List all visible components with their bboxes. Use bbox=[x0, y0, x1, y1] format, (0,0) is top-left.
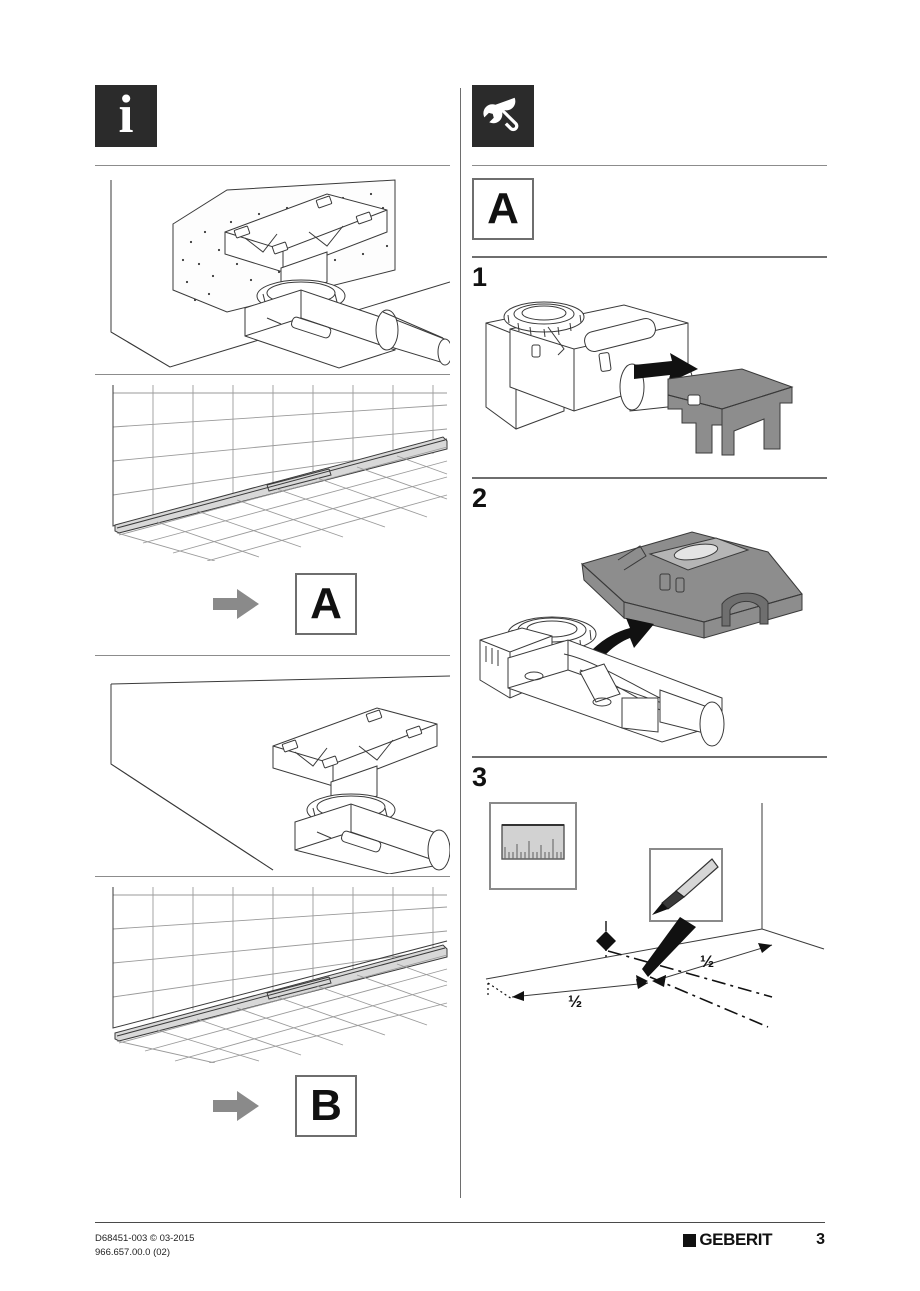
step-number-2: 2 bbox=[472, 483, 488, 513]
variant-label-box-a: A bbox=[472, 178, 534, 240]
page-footer: D68451-003 © 03-2015 966.657.00.0 (02) G… bbox=[95, 1222, 825, 1260]
wrench-icon bbox=[472, 85, 534, 147]
section-rule bbox=[472, 165, 827, 166]
wrench-icon-glyph bbox=[483, 97, 519, 132]
result-letter-box-b: B bbox=[295, 1075, 357, 1137]
dimension-label-right: ½ bbox=[700, 952, 714, 971]
figure-drain-against-wall bbox=[95, 172, 450, 372]
column-divider bbox=[460, 88, 461, 1198]
figure-step-1 bbox=[472, 283, 827, 473]
figure-step-3: ½ ½ bbox=[472, 781, 827, 1041]
dimension-label-left: ½ bbox=[568, 992, 582, 1011]
result-letter-a: A bbox=[310, 579, 342, 628]
step-rule bbox=[472, 477, 827, 479]
figure-step-2 bbox=[472, 502, 827, 752]
arrow-right-icon bbox=[213, 1091, 259, 1121]
marker-pen-icon bbox=[649, 848, 723, 922]
info-icon: i bbox=[95, 85, 157, 147]
right-column: A 1 bbox=[472, 85, 827, 1041]
figure-tiled-floor-a bbox=[95, 381, 450, 561]
logo-square-icon bbox=[683, 1233, 697, 1247]
step-number-3: 3 bbox=[472, 762, 488, 792]
footer-code-line-1: D68451-003 © 03-2015 bbox=[95, 1233, 195, 1244]
figure-tiled-floor-b bbox=[95, 883, 450, 1063]
step-number-1: 1 bbox=[472, 262, 488, 292]
brand-name: GEBERIT bbox=[699, 1230, 773, 1249]
page-number: 3 bbox=[816, 1231, 825, 1248]
result-row-a: A bbox=[95, 573, 450, 635]
section-rule bbox=[95, 165, 450, 166]
step-rule bbox=[472, 756, 827, 758]
geberit-logo: GEBERIT bbox=[683, 1230, 772, 1250]
result-letter-b: B bbox=[310, 1081, 342, 1130]
left-column: i bbox=[95, 85, 450, 1137]
result-row-b: B bbox=[95, 1075, 450, 1137]
footer-code-line-2: 966.657.00.0 (02) bbox=[95, 1246, 171, 1258]
section-rule bbox=[95, 374, 450, 375]
info-icon-glyph: i bbox=[118, 84, 134, 144]
footer-rule bbox=[95, 1222, 825, 1223]
variant-label-a: A bbox=[487, 184, 519, 233]
result-letter-box-a: A bbox=[295, 573, 357, 635]
figure-drain-free-standing bbox=[95, 674, 450, 874]
footer-document-codes: D68451-003 © 03-2015 966.657.00.0 (02) bbox=[95, 1232, 194, 1260]
ruler-icon bbox=[489, 802, 577, 890]
arrow-right-icon bbox=[213, 589, 259, 619]
section-rule bbox=[95, 655, 450, 656]
step-rule bbox=[472, 256, 827, 258]
section-rule bbox=[95, 876, 450, 877]
